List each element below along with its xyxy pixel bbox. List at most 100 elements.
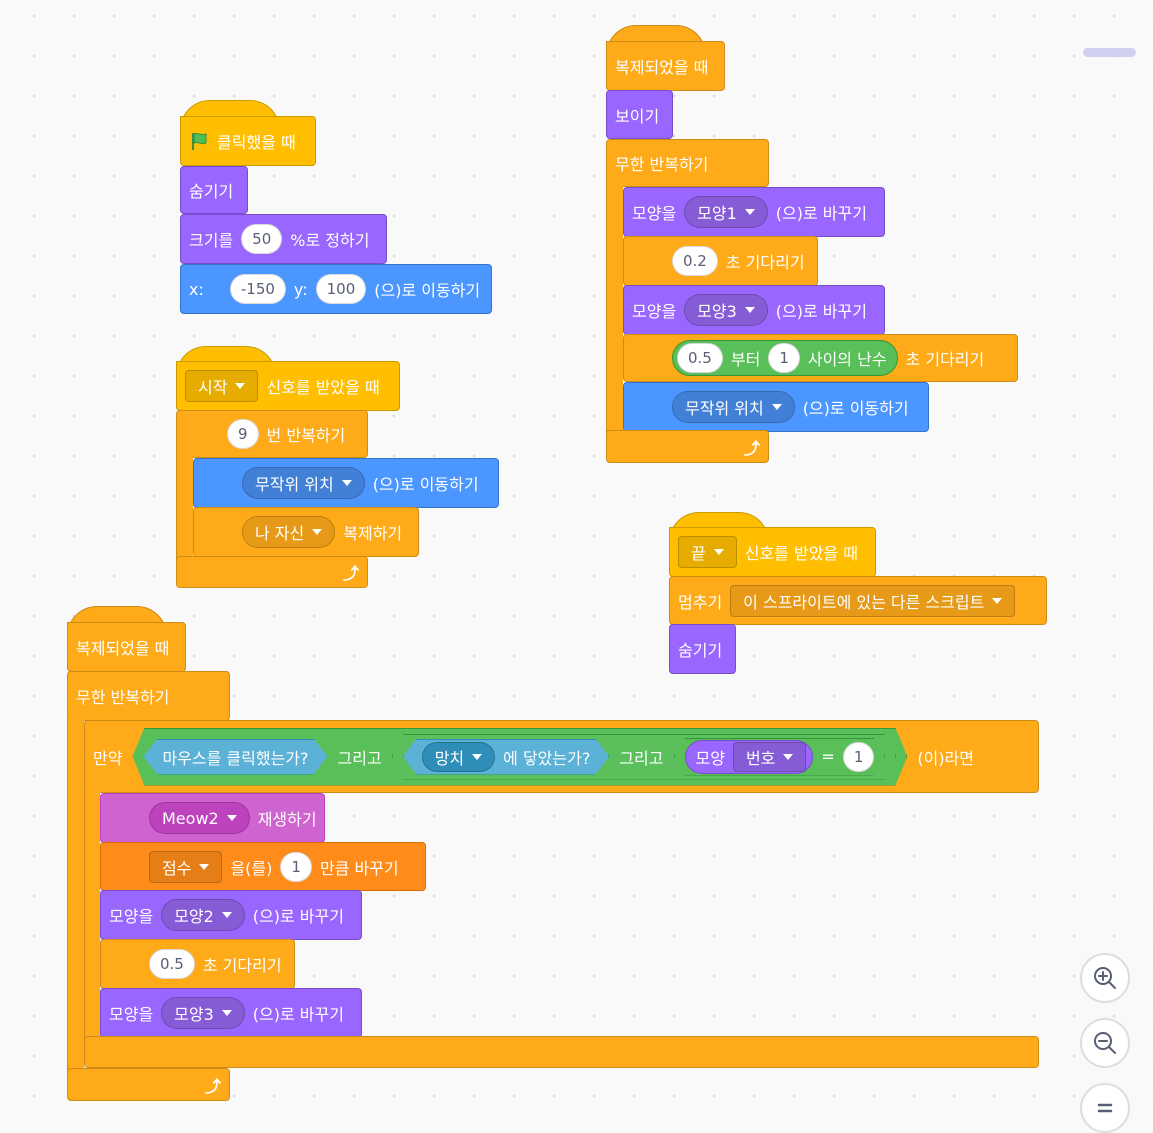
wait-block[interactable]: 0.5 초 기다리기 — [100, 939, 295, 989]
start-sound-block[interactable]: Meow2 재생하기 — [100, 793, 325, 843]
change-amount-input[interactable]: 1 — [280, 851, 312, 882]
clone-label: 복제하기 — [343, 524, 403, 543]
costume-dropdown[interactable]: 모양2 — [161, 899, 245, 931]
forever-label: 무한 반복하기 — [76, 688, 170, 707]
create-clone-block[interactable]: 나 자신 복제하기 — [193, 507, 419, 557]
repeat-label: 번 반복하기 — [266, 426, 346, 445]
goto-xy-block[interactable]: x: -150 y: 100 (으)로 이동하기 — [180, 264, 492, 314]
if-arm — [84, 790, 100, 1040]
stop-dropdown[interactable]: 이 스프라이트에 있는 다른 스크립트 — [730, 584, 1016, 617]
broadcast-dropdown-label: 시작 — [198, 378, 228, 397]
costume-number-reporter[interactable]: 모양 번호 — [685, 740, 814, 774]
if-end-cap — [84, 1036, 1039, 1068]
zoom-in-button[interactable] — [1080, 953, 1130, 1003]
repeat-block[interactable]: 9 번 반복하기 — [176, 410, 368, 458]
mouse-down-reporter[interactable]: 마우스를 클릭했는가? — [143, 739, 327, 775]
goto-dropdown[interactable]: 무작위 위치 — [672, 391, 795, 423]
when-flag-clicked-block[interactable]: 클릭했을 때 — [180, 116, 316, 166]
random-from-input[interactable]: 0.5 — [677, 343, 723, 373]
wait-random-block[interactable]: 0.5 부터 1 사이의 난수 초 기다리기 — [623, 334, 1018, 382]
equals-input[interactable]: 1 — [843, 742, 875, 772]
when-cloned-block[interactable]: 복제되었을 때 — [606, 41, 725, 91]
reset-zoom-button[interactable] — [1080, 1083, 1130, 1133]
random-label: 사이의 난수 — [807, 350, 887, 369]
chevron-down-icon — [992, 597, 1003, 604]
zoom-in-icon — [1094, 967, 1116, 989]
switch-costume1-block[interactable]: 모양을 모양1 (으)로 바꾸기 — [623, 187, 885, 237]
and-outer-reporter[interactable]: 마우스를 클릭했는가? 그리고 망치 에 닿았는가? 그리고 모양 번호 = 1 — [132, 728, 907, 786]
touching-reporter[interactable]: 망치 에 닿았는가? — [403, 739, 610, 775]
if-label: 만약 — [93, 748, 123, 768]
and-label: 그리고 — [619, 748, 664, 768]
costume-dropdown-label: 모양2 — [174, 907, 214, 926]
random-reporter[interactable]: 0.5 부터 1 사이의 난수 — [672, 340, 898, 376]
hat-label: 복제되었을 때 — [76, 639, 170, 658]
wait-input[interactable]: 0.5 — [149, 949, 195, 979]
when-cloned-block[interactable]: 복제되었을 때 — [67, 622, 186, 672]
when-broadcast-start-block[interactable]: 시작 신호를 받았을 때 — [176, 361, 400, 411]
goto-label: (으)로 이동하기 — [372, 475, 479, 494]
wait-label: 초 기다리기 — [202, 956, 282, 975]
repeat-end-cap: ⤴ — [176, 556, 368, 588]
if-block[interactable]: 만약 마우스를 클릭했는가? 그리고 망치 에 닿았는가? 그리고 모양 번호 … — [84, 720, 1039, 793]
chevron-down-icon — [713, 549, 724, 555]
touching-dropdown[interactable]: 망치 — [422, 742, 495, 772]
horizontal-scrollbar[interactable] — [1083, 48, 1136, 57]
costume-number-dropdown[interactable]: 번호 — [733, 742, 806, 772]
switch-costume3-block[interactable]: 모양을 모양3 (으)로 바꾸기 — [100, 988, 362, 1038]
show-block[interactable]: 보이기 — [606, 90, 673, 139]
clone-dropdown-label: 나 자신 — [255, 524, 305, 543]
wait-block[interactable]: 0.2 초 기다리기 — [623, 236, 818, 286]
touching-label: 에 닿았는가? — [503, 748, 591, 768]
broadcast-dropdown[interactable]: 끝 — [678, 536, 737, 568]
equals-reporter[interactable]: 모양 번호 = 1 — [674, 738, 886, 776]
chevron-down-icon — [472, 754, 482, 760]
show-label: 보이기 — [615, 106, 660, 126]
costume-dropdown[interactable]: 모양3 — [684, 294, 768, 326]
x-input[interactable]: -150 — [229, 274, 286, 304]
wait-input[interactable]: 0.2 — [672, 246, 718, 276]
hide-block[interactable]: 숨기기 — [180, 166, 248, 214]
switch-costume3-block[interactable]: 모양을 모양3 (으)로 바꾸기 — [623, 285, 885, 335]
sound-dropdown[interactable]: Meow2 — [149, 802, 250, 834]
chevron-down-icon — [199, 863, 210, 870]
then-label: (이)라면 — [917, 748, 975, 768]
random-to-input[interactable]: 1 — [768, 343, 800, 373]
y-input[interactable]: 100 — [315, 274, 367, 304]
variable-dropdown[interactable]: 점수 — [149, 850, 223, 883]
clone-dropdown[interactable]: 나 자신 — [242, 516, 336, 548]
goto-label: (으)로 이동하기 — [374, 281, 481, 300]
goto-random-block[interactable]: 무작위 위치 (으)로 이동하기 — [623, 382, 929, 432]
switch-costume-suffix: (으)로 바꾸기 — [775, 302, 867, 321]
zoom-out-button[interactable] — [1080, 1018, 1130, 1068]
costume-dropdown-label: 모양3 — [697, 302, 737, 321]
costume-dropdown[interactable]: 모양3 — [161, 997, 245, 1029]
broadcast-dropdown[interactable]: 시작 — [185, 370, 259, 402]
and-inner-reporter[interactable]: 망치 에 닿았는가? 그리고 모양 번호 = 1 — [392, 734, 897, 780]
wait-label: 초 기다리기 — [905, 350, 985, 369]
size-input[interactable]: 50 — [241, 224, 283, 254]
switch-costume2-block[interactable]: 모양을 모양2 (으)로 바꾸기 — [100, 890, 362, 940]
goto-dropdown[interactable]: 무작위 위치 — [242, 467, 365, 499]
forever-block[interactable]: 무한 반복하기 — [67, 671, 230, 721]
repeat-arm — [176, 455, 193, 561]
forever-block[interactable]: 무한 반복하기 — [606, 139, 769, 187]
zoom-out-icon — [1094, 1032, 1116, 1054]
hide-label: 숨기기 — [678, 641, 723, 660]
when-broadcast-end-block[interactable]: 끝 신호를 받았을 때 — [669, 527, 876, 577]
x-label: x: — [189, 279, 204, 299]
switch-costume-suffix: (으)로 바꾸기 — [252, 907, 344, 926]
chevron-down-icon — [771, 404, 782, 410]
set-size-block[interactable]: 크기를 50 %로 정하기 — [180, 214, 387, 264]
switch-costume-label: 모양을 — [109, 907, 154, 926]
repeat-count-input[interactable]: 9 — [227, 419, 259, 449]
goto-random-block[interactable]: 무작위 위치 (으)로 이동하기 — [193, 458, 499, 508]
forever-arm — [606, 184, 623, 436]
costume-dropdown[interactable]: 모양1 — [684, 196, 768, 228]
chevron-down-icon — [226, 815, 237, 821]
hide-block[interactable]: 숨기기 — [669, 624, 736, 674]
change-variable-block[interactable]: 점수 을(를) 1 만큼 바꾸기 — [100, 842, 426, 891]
switch-costume-label: 모양을 — [109, 1005, 154, 1024]
stop-block[interactable]: 멈추기 이 스프라이트에 있는 다른 스크립트 — [669, 576, 1047, 625]
costume-dropdown-label: 모양3 — [174, 1005, 214, 1024]
